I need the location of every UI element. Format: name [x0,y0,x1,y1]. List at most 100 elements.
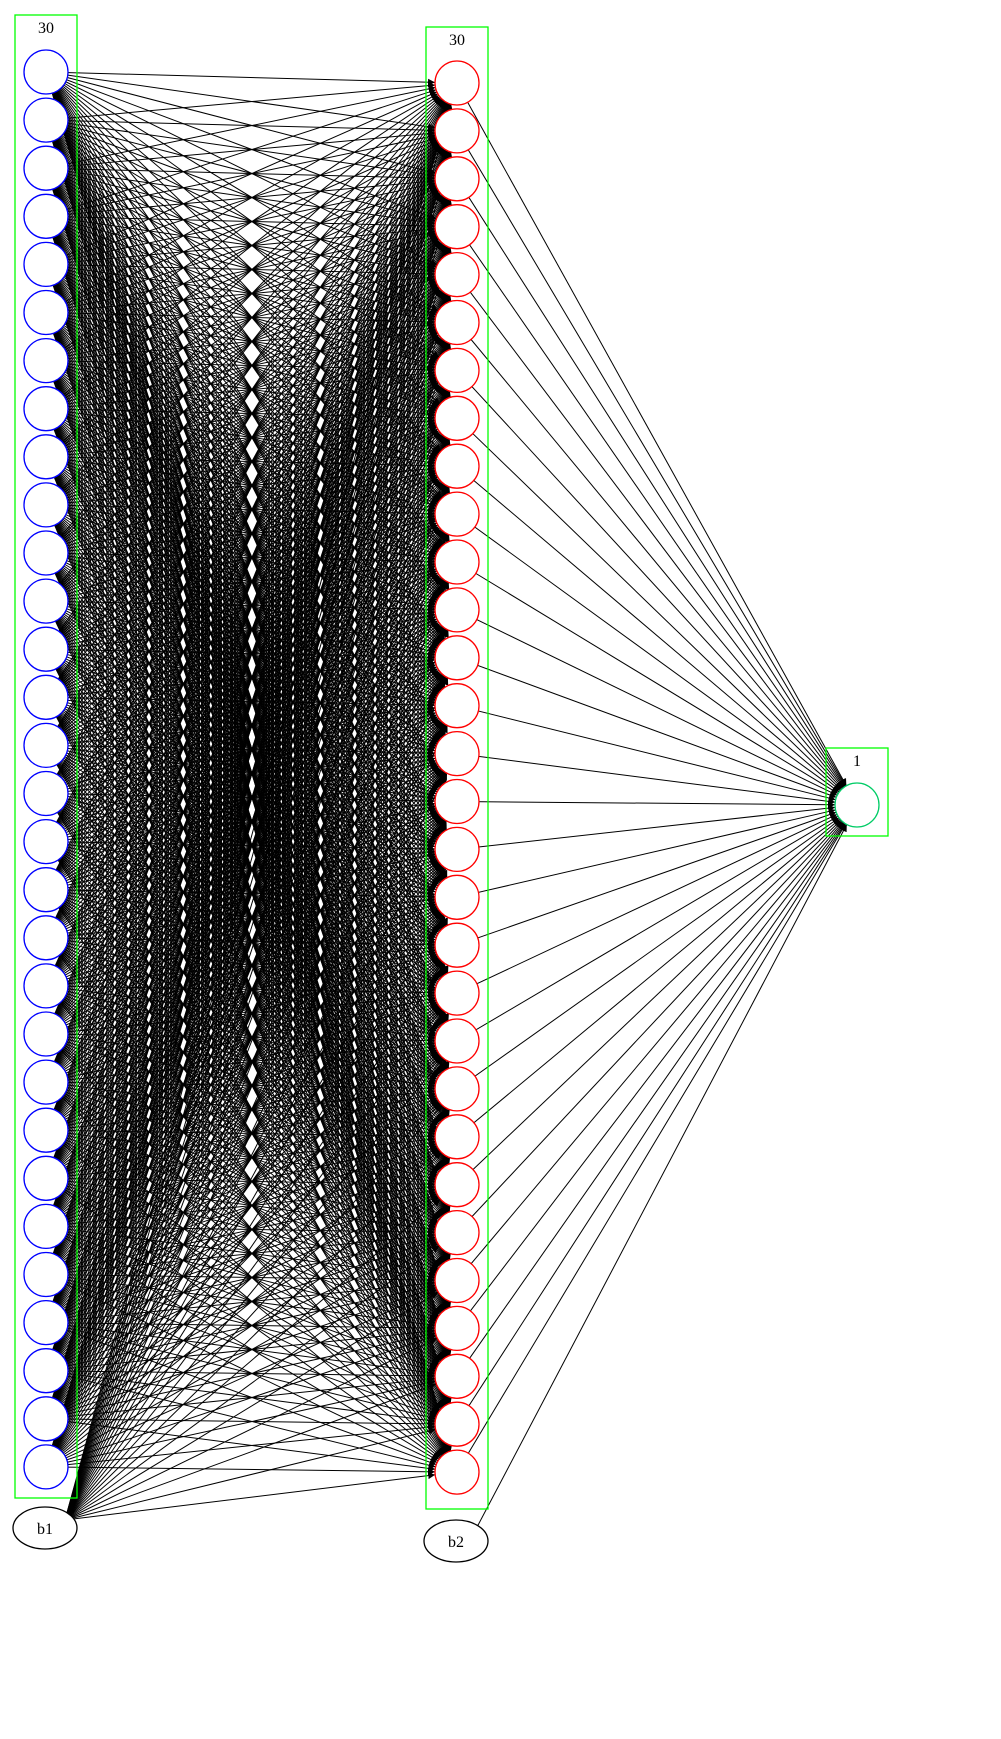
hidden-neuron [434,299,480,346]
input-neuron [23,1299,69,1346]
edge-input-to-hidden [45,71,436,131]
edge-input-to-hidden [45,141,439,362]
edge-input-to-hidden [45,184,437,313]
edge-input-to-hidden [45,71,447,783]
edge-input-to-hidden [45,485,447,1179]
edge-input-to-hidden [45,130,436,169]
edge-input-to-hidden [45,103,453,1468]
layer-boxes [14,14,889,1510]
edge-input-to-hidden [45,552,449,1453]
edge-input-to-hidden [45,676,447,1420]
edge-input-to-hidden [45,147,444,650]
edge-input-to-hidden [45,865,443,1323]
edge-input-to-hidden [45,103,451,1179]
hidden-neuron [434,1401,480,1447]
edge-input-to-hidden [45,552,436,565]
edge-input-to-hidden [45,292,446,890]
edge-input-to-hidden [45,534,449,1468]
edge-input-to-hidden [45,813,440,1083]
hidden-neuron [434,970,480,1016]
edge-bias1-to-hidden [64,1104,443,1521]
edge-bias1-to-hidden [64,963,446,1521]
edge-input-to-hidden [45,581,449,1468]
input-neuron [23,434,69,480]
edge-hidden-to-output [456,818,841,1138]
edge-input-to-hidden [45,724,447,1420]
edge-input-to-hidden [45,648,436,661]
edge-input-to-hidden [45,245,446,890]
input-neuron [23,1155,69,1201]
edge-input-to-hidden [45,119,444,594]
edge-hidden-to-output [456,705,836,802]
edge-input-to-hidden [45,119,437,268]
edge-input-to-hidden [45,504,440,790]
edge-input-to-hidden [45,102,447,842]
edge-input-to-hidden [45,1466,436,1476]
edge-input-to-hidden [45,103,452,1371]
edge-input-to-hidden [45,1423,436,1468]
edge-input-to-hidden [45,522,438,698]
edge-hidden-to-output [456,657,837,799]
edge-hidden-to-output [456,801,836,809]
edge-input-to-hidden [45,103,450,1083]
edge-input-to-hidden [45,1195,439,1420]
edge-input-to-hidden [45,793,436,805]
edge-input-to-hidden [45,94,440,362]
hidden-neuron [434,108,480,154]
edge-input-to-hidden [45,197,447,939]
edge-input-to-hidden [45,581,447,1323]
edge-input-to-hidden [45,196,446,794]
edge-hidden-to-output [456,274,845,788]
edge-input-to-hidden [45,215,445,737]
edge-input-to-hidden [45,675,445,1227]
edge-input-to-hidden [45,71,440,358]
edge-input-to-hidden [45,293,447,987]
edge-input-to-hidden [45,312,439,552]
input-neuron [23,1059,69,1105]
edge-input-to-hidden [45,426,438,602]
edge-input-to-hidden [45,71,449,926]
edge-input-to-hidden [45,247,452,1468]
hidden-neuron [434,1449,480,1495]
edge-input-to-hidden [45,293,448,1083]
edge-input-to-hidden [45,71,437,220]
edge-input-to-hidden [45,437,447,1179]
input-neuron [23,1107,69,1153]
edge-input-to-hidden [45,246,448,1035]
output-neuron [834,782,880,828]
edge-hidden-to-output [456,130,847,787]
edge-bias1-to-hidden [64,915,446,1521]
edge-input-to-hidden [45,723,445,1275]
edge-input-to-hidden [45,341,447,1083]
edge-input-to-hidden [45,436,446,1035]
edge-input-to-hidden [45,71,444,546]
edge-input-to-hidden [45,524,439,746]
edge-input-to-hidden [45,136,437,265]
edge-input-to-hidden [45,1289,438,1468]
hidden-neuron [434,1066,480,1112]
edge-input-to-hidden [45,103,450,1131]
edge-input-to-hidden [45,177,436,217]
hidden-neuron [434,874,480,920]
edge-input-to-hidden [45,119,436,223]
edge-input-to-hidden [45,765,440,1035]
input-neuron [23,818,69,865]
edge-input-to-hidden [45,150,448,939]
hidden-neuron [434,778,480,825]
input-neuron [23,1251,69,1298]
edge-hidden-to-output [456,815,839,1042]
edge-input-to-hidden [45,103,452,1323]
edge-input-to-hidden [45,244,445,794]
edge-input-to-hidden [45,722,444,1227]
edge-input-to-hidden [45,295,451,1468]
hidden-neuron [434,443,480,489]
edge-input-to-hidden [45,167,436,227]
edge-input-to-hidden [45,430,440,698]
edge-input-to-hidden [45,99,444,602]
edge-input-to-hidden [45,1196,440,1468]
input-neuron [23,49,69,95]
edge-bias1-to-hidden [64,438,451,1521]
edge-input-to-hidden [45,133,436,217]
